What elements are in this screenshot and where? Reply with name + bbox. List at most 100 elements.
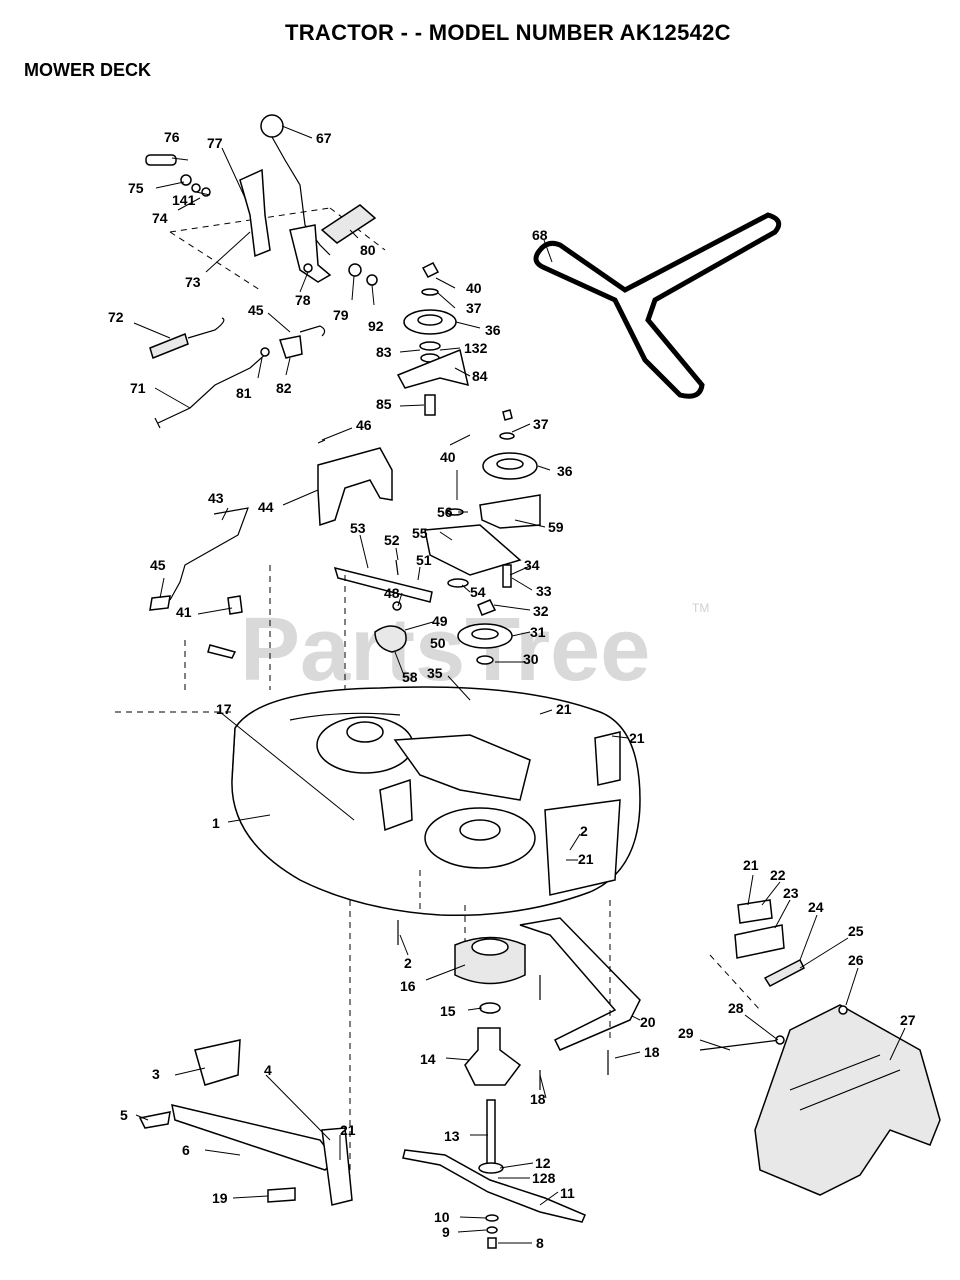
idler-bolt [424,394,436,416]
part-label: 81 [236,385,252,401]
part-label: 14 [420,1051,436,1067]
lever-knob[interactable] [260,114,284,138]
front-bracket-assembly [149,439,433,659]
hinge-plate[interactable] [737,899,773,924]
page-title: TRACTOR - - MODEL NUMBER AK12542C [285,20,731,45]
part-label: 33 [536,583,552,599]
watermark-text: PartsTree [240,600,650,700]
idler-pulley-upper [396,262,470,416]
stabilizer-bar[interactable] [519,917,641,1051]
part-label: 29 [678,1025,694,1041]
spindle-housing[interactable] [464,1027,522,1086]
section-title: MOWER DECK [24,60,151,80]
front-link[interactable] [171,1104,336,1171]
part-label: 41 [176,604,192,620]
part-label: 67 [316,130,332,146]
spacer [303,263,313,273]
part-label: 50 [430,635,446,651]
part-label: 37 [533,416,549,432]
part-label: 3 [152,1066,160,1082]
rear-bracket[interactable] [321,1127,353,1206]
pivot-bracket[interactable] [194,1039,241,1086]
rear-link-assembly [138,900,641,1206]
shoulder-bolt[interactable] [145,154,177,166]
part-label: 21 [743,857,759,873]
part-label: 45 [150,557,166,573]
part-label: 74 [152,210,168,226]
part-label: 141 [172,192,196,208]
part-label: 128 [532,1170,556,1186]
pedal-grip[interactable] [320,204,377,244]
part-label: 21 [340,1122,356,1138]
nut [191,183,201,193]
part-label: 24 [808,899,824,915]
leader-lines [133,125,906,1244]
part-label: 68 [532,227,548,243]
discharge-chute[interactable] [754,1004,941,1196]
deck-hanger[interactable] [317,447,393,527]
torsion-spring[interactable] [374,625,407,653]
part-label: 55 [412,525,428,541]
part-label: 44 [258,499,274,515]
part-label: 71 [130,380,146,396]
shoulder-bolt [267,1187,296,1203]
part-label: 21 [629,730,645,746]
part-label: 78 [295,292,311,308]
idler-bracket[interactable] [479,494,541,529]
washer [180,174,192,186]
part-label: 54 [470,584,486,600]
part-label: 92 [368,318,384,334]
drive-belt[interactable] [533,212,782,399]
part-label: 34 [524,557,540,573]
part-label: 13 [444,1128,460,1144]
chute-spring[interactable] [763,958,805,987]
part-label: 36 [557,463,573,479]
part-label: 83 [376,344,392,360]
part-label: 132 [464,340,488,356]
part-label: 28 [728,1000,744,1016]
part-label: 26 [848,952,864,968]
part-label: 46 [356,417,372,433]
idler-bracket[interactable] [396,348,470,389]
spring[interactable] [149,332,189,360]
discharge-chute-assembly [699,899,941,1196]
part-label: 2 [404,955,412,971]
spindle-shaft[interactable] [486,1099,496,1166]
part-label: 35 [427,665,443,681]
mower-deck [115,565,641,945]
watermark-tm: TM [692,601,709,615]
part-label: 8 [536,1235,544,1251]
part-label: 25 [848,923,864,939]
part-label: 80 [360,242,376,258]
belt-guard[interactable] [393,734,531,801]
part-label: 18 [530,1091,546,1107]
part-label: 17 [216,701,232,717]
part-label: 48 [384,585,400,601]
spindle-assembly [397,920,586,1249]
part-label: 22 [770,867,786,883]
hex-nut [366,274,378,286]
part-label: 51 [416,552,432,568]
lift-link[interactable] [333,566,433,603]
part-label: 18 [644,1044,660,1060]
part-label: 11 [560,1185,575,1201]
side-bracket [594,731,621,786]
part-label: 27 [900,1012,916,1028]
part-label: 58 [402,669,418,685]
link-block[interactable] [279,335,303,359]
part-label: 1 [212,815,220,831]
part-label: 36 [485,322,501,338]
part-label: 6 [182,1142,190,1158]
part-label: 9 [442,1224,450,1240]
mower-blade[interactable] [402,1149,586,1223]
part-label: 43 [208,490,224,506]
lever-plate[interactable] [289,224,332,283]
part-labels: 67 76 77 75 141 74 73 78 79 92 80 68 40 … [108,129,916,1251]
part-label: 75 [128,180,144,196]
spring-clip [149,595,171,611]
hinge-bracket[interactable] [734,924,785,959]
part-label: 16 [400,978,416,994]
lever-bracket[interactable] [239,168,271,258]
shoulder-bolt [502,564,512,588]
